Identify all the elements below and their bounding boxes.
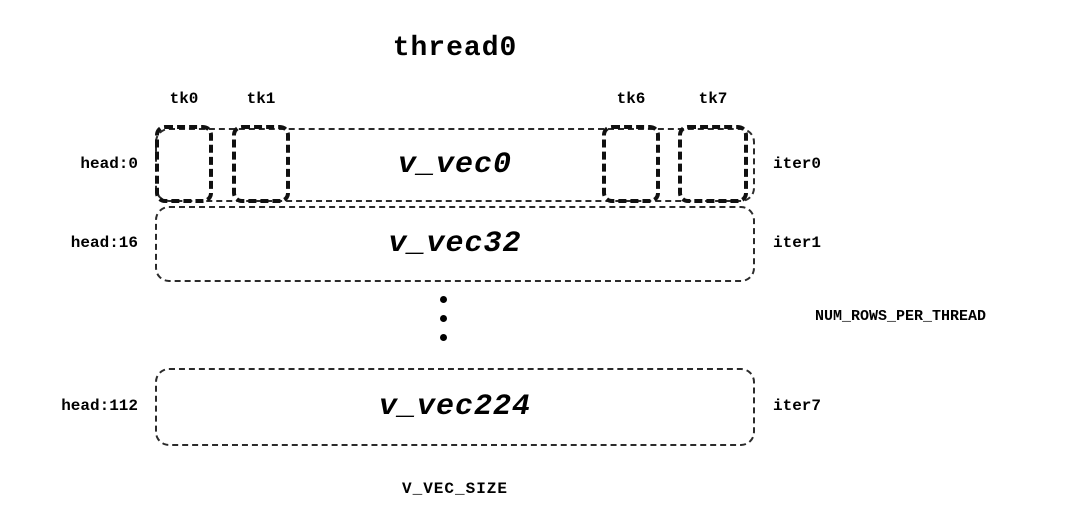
tk7-label: tk7 bbox=[698, 90, 728, 108]
tk0-label: tk0 bbox=[169, 90, 199, 108]
ellipsis-dot bbox=[440, 315, 447, 322]
tk6-box bbox=[602, 125, 660, 203]
tk1-box bbox=[232, 125, 290, 203]
num-rows-per-thread-label: NUM_ROWS_PER_THREAD bbox=[815, 308, 987, 325]
vec-row-iter7-label: v_vec224 bbox=[378, 390, 532, 424]
vec-row-iter7: v_vec224 bbox=[155, 368, 755, 446]
vertical-ellipsis bbox=[440, 296, 447, 341]
vec-row-iter0-label: v_vec0 bbox=[397, 148, 513, 182]
tk6-label: tk6 bbox=[616, 90, 646, 108]
vec-row-iter1-label: v_vec32 bbox=[388, 227, 522, 261]
vec-row-iter1: v_vec32 bbox=[155, 206, 755, 282]
head-112-label: head:112 bbox=[61, 397, 138, 415]
tk7-box bbox=[678, 125, 748, 203]
head-16-label: head:16 bbox=[70, 234, 138, 252]
v-vec-size-label: V_VEC_SIZE bbox=[401, 480, 508, 498]
iter0-label: iter0 bbox=[773, 155, 822, 173]
head-0-label: head:0 bbox=[80, 155, 138, 173]
tk0-box bbox=[155, 125, 213, 203]
iter7-label: iter7 bbox=[773, 397, 822, 415]
iter1-label: iter1 bbox=[773, 234, 822, 252]
ellipsis-dot bbox=[440, 334, 447, 341]
diagram-title: thread0 bbox=[392, 33, 518, 64]
ellipsis-dot bbox=[440, 296, 447, 303]
tk1-label: tk1 bbox=[246, 90, 276, 108]
